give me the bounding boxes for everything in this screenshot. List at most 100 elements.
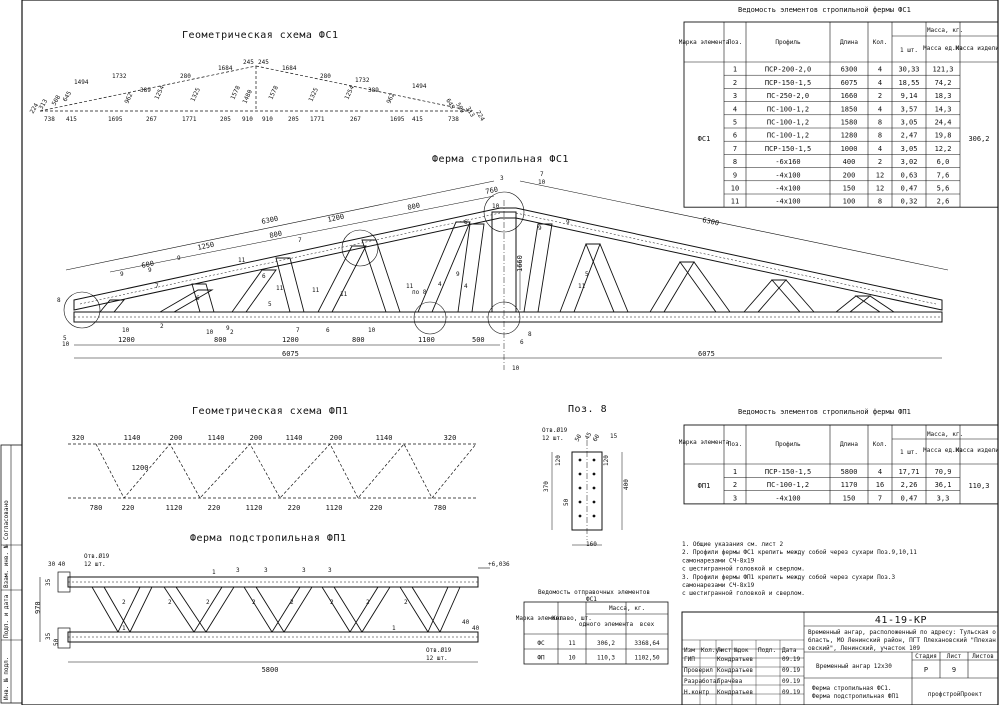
- cell-pos: 2: [733, 79, 737, 87]
- pos8-holes: [578, 458, 596, 518]
- bolt-qty: 12 шт.: [84, 561, 106, 568]
- header-mark: Марка элемента: [679, 439, 730, 446]
- cell-mass-all: 18,3: [935, 92, 952, 100]
- dim-label: 1200: [118, 336, 135, 344]
- geom-fp1-title: Геометрическая схема ФП1: [192, 406, 349, 417]
- position-mark: 5: [63, 335, 67, 342]
- cell-length: 1000: [841, 145, 858, 153]
- cell-profile: ПСР-150-1,5: [765, 468, 811, 476]
- header-all: Масса ед.кв: [923, 447, 963, 454]
- sheet-title: Ферма подстропильная ФП1: [812, 693, 899, 700]
- dim-label: 760: [485, 185, 499, 195]
- position-mark: 9: [538, 225, 542, 232]
- cell-length: 1170: [841, 481, 858, 489]
- shipping-spec-title: Ведомость отправочных элементов: [538, 589, 650, 596]
- dim-label: 1140: [286, 434, 303, 442]
- header-pos: Поз.: [728, 441, 742, 448]
- dim-label: 370: [543, 481, 550, 492]
- position-mark: 3: [328, 567, 332, 574]
- notes: 1. Общие указания см. лист 22. Профили ф…: [682, 541, 917, 597]
- cell-mass-one: 3,05: [901, 145, 918, 153]
- table-border: [683, 424, 999, 505]
- dim-label: 415: [66, 116, 77, 123]
- cell-pos: 10: [731, 185, 739, 193]
- dim-label: 508: [51, 94, 63, 107]
- cell-qty: 12: [876, 185, 884, 193]
- dim-label: 160: [586, 541, 597, 548]
- position-mark: 6: [326, 327, 330, 334]
- header-all: Масса ед.кв: [923, 45, 963, 52]
- position-mark: 10: [512, 365, 520, 372]
- truss-fp1: [39, 567, 490, 663]
- position-mark: 2: [206, 599, 210, 606]
- dim-label: 1684: [282, 65, 297, 72]
- header-qty: Кол.: [873, 441, 887, 448]
- dim-label: 415: [412, 116, 423, 123]
- position-mark: 11: [406, 283, 414, 290]
- sign-date: 09.19: [782, 667, 800, 674]
- cell-profile: ПС-250-2,0: [767, 92, 809, 100]
- bolt-qty: 12 шт.: [426, 655, 448, 662]
- cell-qty: 4: [878, 66, 882, 74]
- dim-label: 220: [370, 504, 383, 512]
- position-mark: 9: [456, 271, 460, 278]
- dim-label: 1100: [418, 336, 435, 344]
- position-mark: 3: [236, 567, 240, 574]
- stamp-sign: Подп. и дата: [3, 594, 10, 638]
- dim-label: 200: [330, 434, 343, 442]
- dim-label: 30: [48, 561, 56, 568]
- cell-profile: ПСР-150-1,5: [765, 79, 811, 87]
- person-name: Грачёва: [717, 678, 743, 685]
- note-line: 2. Профили фермы ФС1 крепить между собой…: [682, 549, 917, 556]
- dim-label: 1120: [246, 504, 263, 512]
- cell-pos: 1: [733, 66, 737, 74]
- dim-label: 280: [180, 73, 191, 80]
- position-mark: 10: [492, 203, 500, 210]
- cell-profile: ПСР-200-2,0: [765, 66, 811, 74]
- stage-header: Лист: [947, 653, 962, 660]
- position-mark: 6: [464, 219, 468, 226]
- header-qty: Кол-во, шт.: [552, 615, 592, 622]
- shipping-spec-subtitle: ФС1: [586, 596, 597, 603]
- column-header: Дата: [782, 647, 797, 654]
- dim-label: 120: [603, 455, 610, 466]
- bolt-hole: [592, 486, 596, 490]
- cell-profile: -4х100: [775, 494, 800, 502]
- cell-length: 6300: [841, 66, 858, 74]
- cell-profile: ПСР-150-1,5: [765, 145, 811, 153]
- bolt-hole: [592, 458, 596, 462]
- geom-fs1-scheme: [39, 65, 473, 112]
- cell-qty: 4: [878, 468, 882, 476]
- header-mark: Марка элемента: [679, 39, 730, 46]
- cell-profile: -4х100: [775, 185, 800, 193]
- cell-total: 306,2: [968, 135, 989, 143]
- dim-label: 1494: [412, 83, 427, 90]
- cell-qty: 7: [878, 494, 882, 502]
- position-mark: 5: [268, 301, 272, 308]
- dim-label: 220: [122, 504, 135, 512]
- position-mark: 1: [392, 625, 396, 632]
- dim-label: 313: [38, 98, 50, 111]
- header-one: 1 шт.: [900, 449, 918, 456]
- dim-label: 1732: [355, 77, 370, 84]
- cell-qty: 2: [878, 158, 882, 166]
- position-mark: 1: [122, 625, 126, 632]
- bolt-note: Отв.Ø19: [542, 427, 568, 434]
- sign-date: 09.19: [782, 689, 800, 696]
- cell-qty: 8: [878, 198, 882, 206]
- position-mark: 9: [148, 267, 152, 274]
- dim-label: 267: [146, 116, 157, 123]
- dim-label: 205: [288, 116, 299, 123]
- object-description: бласть, МО Ленинский район, ПГТ Плеханов…: [808, 637, 996, 644]
- position-mark: 6: [262, 273, 266, 280]
- position-mark: 11: [578, 283, 586, 290]
- dim-label: 320: [72, 434, 85, 442]
- ref-label: 10: [538, 179, 546, 186]
- geom-fs1-title: Геометрическая схема ФС1: [182, 30, 339, 41]
- cell-length: 200: [843, 171, 856, 179]
